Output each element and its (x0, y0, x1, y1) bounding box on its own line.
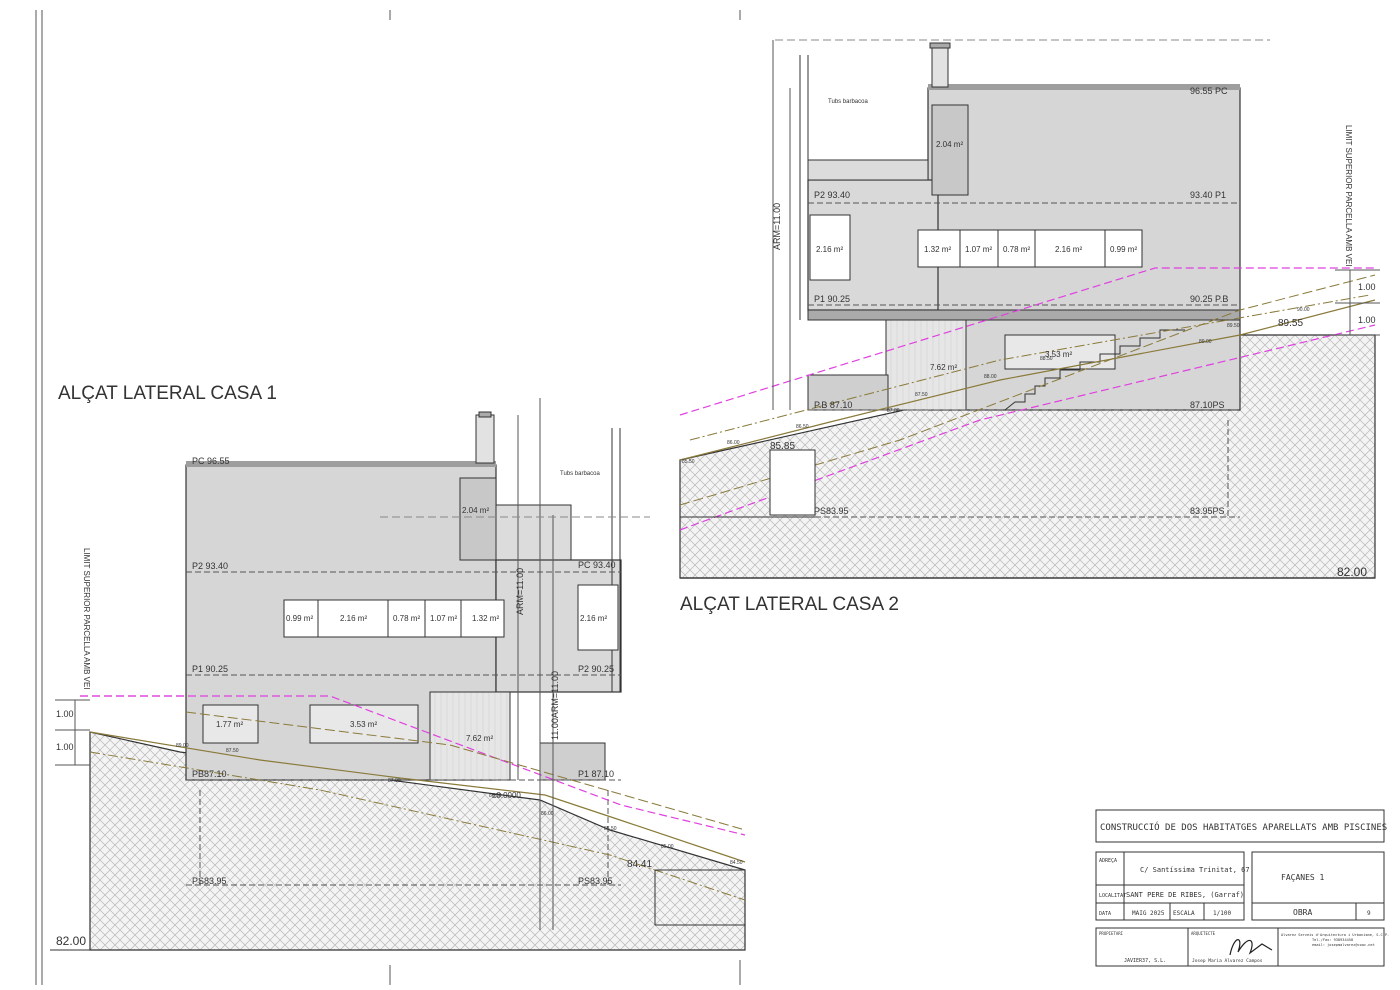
casa2-level-p1-left: P1 90.25 (814, 294, 850, 304)
casa1-terrain-point: 86.50 (489, 793, 502, 799)
date-label: DATA (1099, 911, 1111, 917)
casa1-level-ps: PS83.95 (192, 876, 227, 886)
address-value: C/ Santíssima Trinitat, 67 (1140, 866, 1250, 874)
casa2-limit-label: LIMIT SUPERIOR PARCELLA AMB VEI (1344, 125, 1353, 267)
date-value: MAIG 2025 (1132, 910, 1165, 917)
elevation-casa-2 (679, 39, 1380, 579)
casa2-window-area: 2.16 m² (816, 245, 843, 254)
elevation-casa-1 (50, 398, 746, 951)
casa2-level-p1-right: 93.40 P1 (1190, 190, 1226, 200)
casa2-window-area: 7.62 m² (930, 363, 957, 372)
casa1-title: ALÇAT LATERAL CASA 1 (58, 383, 277, 404)
casa1-window-area: 2.04 m² (462, 506, 489, 515)
casa1-window-area: 2.16 m² (340, 614, 367, 623)
sheet-title: FAÇANES 1 (1281, 873, 1325, 882)
casa1-dim-arm2: 11.00ARM=11.00 (550, 671, 560, 740)
casa2-terrain-point: 85.50 (682, 459, 695, 465)
casa1-terrain-point: 87.00 (388, 778, 401, 784)
firm-contact: Tel./Fax: 938934458 (1312, 938, 1353, 942)
casa2-level-ps-right: 87.10PS (1190, 400, 1225, 410)
casa2-terrain-point: 89.00 (1199, 339, 1212, 345)
casa2-terrain-point: 88.50 (1040, 356, 1053, 362)
casa2-terrain-point: 86.00 (727, 440, 740, 446)
scale-label: ESCALA (1173, 910, 1195, 917)
casa1-dim-zero: ±0.0000 (492, 791, 521, 800)
casa2-dim-1: 1.00 (1358, 282, 1376, 292)
casa2-dim-arm: ARM=11.00 (772, 203, 782, 250)
casa1-terrain-point: 84.50 (730, 860, 743, 866)
casa1-window-area: 7.62 m² (466, 734, 493, 743)
scale-value: 1/100 (1213, 910, 1231, 917)
casa2-terrain-point: 89.50 (1227, 323, 1240, 329)
casa1-window-area: 1.32 m² (472, 614, 499, 623)
casa2-level-pc: 96.55 PC (1190, 86, 1228, 96)
casa1-note: Tubs barbacoa (560, 471, 600, 477)
casa1-terrain-point: 89.00 (176, 743, 189, 749)
casa1-terrain-point: 86.00 (541, 811, 554, 817)
casa2-terrain-point: 90.00 (1297, 307, 1310, 313)
casa2-level-base: 82.00 (1337, 565, 1367, 579)
casa1-window-area: 1.07 m² (430, 614, 457, 623)
casa2-note: Tubs barbacoa (828, 99, 868, 105)
casa2-terrain-point: 86.50 (796, 424, 809, 430)
casa2-dim-2: 1.00 (1358, 315, 1376, 325)
casa1-level-base: 82.00 (56, 934, 86, 948)
casa1-window-area: 2.16 m² (580, 614, 607, 623)
owner-label: PROPIETARI (1099, 931, 1124, 936)
casa2-terrain-point: 87.00 (887, 408, 900, 414)
casa1-level-ps-right: PS83.95 (578, 876, 613, 886)
casa1-window-area: 0.78 m² (393, 614, 420, 623)
casa2-level-ps-left: PS83.95 (814, 506, 849, 516)
casa2-title: ALÇAT LATERAL CASA 2 (680, 594, 899, 615)
casa2-window-area: 2.16 m² (1055, 245, 1082, 254)
casa2-terrain-point: 88.00 (984, 374, 997, 380)
casa1-window-area: 1.77 m² (216, 720, 243, 729)
locality-label: LOCALITAT (1099, 893, 1126, 899)
casa1-limit-label: LIMIT SUPERIOR PARCELLA AMB VEI (82, 548, 91, 690)
casa1-level-pb: PB87.10 (192, 769, 227, 779)
casa1-dim-2: 1.00 (56, 742, 74, 752)
casa1-terrain-point: 85.50 (604, 826, 617, 832)
casa1-window-area: 3.53 m² (350, 720, 377, 729)
casa1-dim-arm: ARM=11.00 (515, 568, 525, 615)
casa1-terrain-point: 85.00 (661, 844, 674, 850)
casa2-level-ps-right2: 83.95PS (1190, 506, 1225, 516)
address-label: ADREÇA (1099, 858, 1117, 864)
casa2-window-area: 1.07 m² (965, 245, 992, 254)
locality-value: SANT PERE DE RIBES, (Garraf) (1126, 891, 1244, 899)
casa1-level-p1-right: P1 87.10 (578, 769, 614, 779)
casa1-level-p2-right: P2 90.25 (578, 664, 614, 674)
casa1-terrain-point: 87.50 (226, 748, 239, 754)
casa2-window-area: 2.04 m² (936, 140, 963, 149)
casa1-dim-mid: 84.41 (627, 859, 652, 870)
title-block: CONSTRUCCIÓ DE DOS HABITATGES APARELLATS… (1095, 809, 1389, 967)
casa2-level-grade: 89.55 (1278, 318, 1303, 329)
casa1-window-area: 0.99 m² (286, 614, 313, 623)
casa2-window-area: 3.53 m² (1045, 350, 1072, 359)
casa2-level-pb-right: 90.25 P.B (1190, 294, 1228, 304)
obra-label: OBRA (1293, 908, 1312, 917)
architect-signature (1229, 939, 1273, 956)
casa2-level-left-grade: 85.85 (770, 441, 795, 452)
casa1-level-p1: P1 90.25 (192, 664, 228, 674)
owner-value: JAVIER37, S.L. (1124, 958, 1166, 964)
firm-name: Alvarez Serveis d'Arquitectura i Urbanis… (1281, 933, 1389, 937)
project-title: CONSTRUCCIÓ DE DOS HABITATGES APARELLATS… (1100, 821, 1387, 833)
architect-value: Josep Maria Alvarez Campos (1192, 958, 1263, 964)
casa2-window-area: 0.99 m² (1110, 245, 1137, 254)
casa1-level-p2: P2 93.40 (192, 561, 228, 571)
casa2-window-area: 0.78 m² (1003, 245, 1030, 254)
architect-label: ARQUITECTE (1191, 931, 1216, 936)
casa2-level-p2-left: P2 93.40 (814, 190, 850, 200)
casa2-terrain-point: 87.50 (915, 392, 928, 398)
casa1-level-pc-right: PC 93.40 (578, 560, 616, 570)
casa1-level-pc: PC 96.55 (192, 456, 230, 466)
casa1-dim-1: 1.00 (56, 709, 74, 719)
casa2-window-area: 1.32 m² (924, 245, 951, 254)
casa2-level-pb-left: P.B 87.10 (814, 400, 852, 410)
firm-email: email: josepmalvarez@coac.net (1312, 943, 1375, 947)
sheet-number: 9 (1367, 910, 1371, 917)
